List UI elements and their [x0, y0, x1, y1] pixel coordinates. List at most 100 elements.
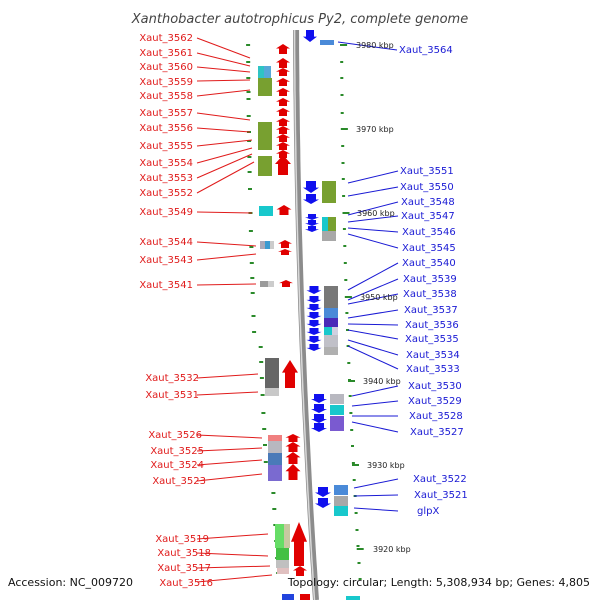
gene-label[interactable]: Xaut_3538 [403, 289, 457, 300]
reverse-strand-arrow [306, 312, 322, 319]
gene-label[interactable]: Xaut_3550 [400, 182, 454, 193]
gene-label[interactable]: Xaut_3524 [150, 460, 204, 471]
feature-box [268, 453, 282, 465]
gene-label[interactable]: Xaut_3562 [139, 33, 193, 44]
feature-box [284, 524, 290, 548]
leader-line [196, 459, 263, 466]
gene-label[interactable]: Xaut_3522 [413, 474, 467, 485]
leader-line [196, 153, 253, 179]
gene-label[interactable]: Xaut_3541 [139, 280, 193, 291]
gene-label[interactable]: Xaut_3517 [157, 563, 211, 574]
tick-mark [251, 315, 256, 317]
forward-strand-arrow [276, 126, 290, 134]
feature-box [282, 594, 294, 600]
gene-label[interactable]: Xaut_3556 [139, 123, 193, 134]
leader-line [351, 421, 399, 433]
leader-line [347, 323, 399, 326]
gene-label[interactable]: Xaut_3546 [402, 227, 456, 238]
gene-label[interactable]: Xaut_3529 [408, 396, 462, 407]
gene-label[interactable]: Xaut_3561 [139, 48, 193, 59]
forward-strand-arrow [291, 522, 307, 566]
gene-label[interactable]: Xaut_3518 [157, 548, 211, 559]
gene-label[interactable]: Xaut_3521 [414, 490, 468, 501]
feature-box [330, 394, 344, 404]
tick-mark [247, 140, 252, 142]
kbp-label: 3930 kbp [367, 461, 405, 470]
gene-label[interactable]: Xaut_3531 [145, 390, 199, 401]
forward-strand-arrow [276, 44, 290, 54]
gene-label[interactable]: Xaut_3558 [139, 91, 193, 102]
gene-label[interactable]: Xaut_3536 [405, 320, 459, 331]
forward-strand-arrow [278, 249, 292, 255]
gene-label[interactable]: Xaut_3549 [139, 207, 193, 218]
gene-label[interactable]: Xaut_3554 [139, 158, 193, 169]
gene-label[interactable]: Xaut_3530 [408, 381, 462, 392]
gene-label[interactable]: Xaut_3526 [148, 430, 202, 441]
gene-label[interactable]: Xaut_3551 [400, 166, 454, 177]
gene-label[interactable]: Xaut_3533 [406, 364, 460, 375]
tick-mark [248, 188, 252, 190]
feature-box [324, 308, 338, 318]
leader-line [347, 201, 399, 216]
kbp-label: 3980 kbp [356, 41, 394, 50]
reverse-strand-arrow [306, 328, 322, 335]
leader-line [347, 215, 399, 223]
tick-mark [247, 156, 252, 158]
gene-label[interactable]: Xaut_3548 [401, 197, 455, 208]
gene-label[interactable]: Xaut_3528 [409, 411, 463, 422]
feature-box [259, 206, 273, 216]
gene-label[interactable]: Xaut_3543 [139, 255, 193, 266]
leader-line [347, 278, 399, 301]
genome-backbone [293, 30, 319, 600]
gene-label[interactable]: Xaut_3557 [139, 108, 193, 119]
gene-label[interactable]: Xaut_3539 [403, 274, 457, 285]
reverse-strand-arrow [306, 286, 322, 294]
gene-label[interactable]: Xaut_3544 [139, 237, 193, 248]
gene-label[interactable]: Xaut_3534 [406, 350, 460, 361]
feature-box [265, 388, 279, 396]
reverse-strand-arrow [315, 487, 331, 497]
feature-box [330, 416, 344, 431]
forward-strand-arrow [285, 442, 301, 452]
gene-label[interactable]: Xaut_3547 [401, 211, 455, 222]
gene-label[interactable]: Xaut_3527 [410, 427, 464, 438]
gene-label[interactable]: glpX [417, 506, 439, 517]
gene-label[interactable]: Xaut_3555 [139, 141, 193, 152]
tick-mark [246, 91, 251, 93]
tick-mark [354, 512, 358, 514]
gene-label[interactable]: Xaut_3535 [405, 334, 459, 345]
forward-strand-arrow [279, 280, 293, 287]
gene-label[interactable]: Xaut_3559 [139, 77, 193, 88]
leader-line [196, 112, 251, 121]
gene-label[interactable]: Xaut_3519 [155, 534, 209, 545]
tick-mark [263, 461, 268, 463]
tick-mark [263, 444, 267, 446]
tick-mark [347, 362, 351, 364]
backbone-line [293, 30, 319, 600]
forward-strand-arrow [276, 98, 290, 106]
leader-line [347, 170, 399, 184]
tick-mark [340, 94, 344, 96]
forward-strand-arrow [276, 205, 292, 215]
gene-label[interactable]: Xaut_3525 [150, 446, 204, 457]
gene-label[interactable]: Xaut_3545 [402, 243, 456, 254]
gene-label[interactable]: Xaut_3540 [402, 258, 456, 269]
gene-label[interactable]: Xaut_3523 [152, 476, 206, 487]
gene-label[interactable]: Xaut_3532 [145, 373, 199, 384]
gene-label[interactable]: Xaut_3516 [159, 578, 213, 589]
gene-label[interactable]: Xaut_3552 [139, 188, 193, 199]
gene-label[interactable]: Xaut_3537 [404, 305, 458, 316]
tick-mark [250, 292, 255, 294]
leader-line [196, 139, 253, 147]
tick-mark [249, 246, 254, 248]
forward-strand-arrow [285, 434, 301, 442]
gene-label[interactable]: Xaut_3553 [139, 173, 193, 184]
tick-mark [262, 428, 267, 430]
kbp-tick [352, 464, 359, 466]
forward-strand-arrow [276, 68, 290, 76]
feature-box [268, 281, 274, 287]
gene-label[interactable]: Xaut_3564 [399, 45, 453, 56]
forward-strand-arrow [276, 58, 290, 68]
kbp-tick [344, 296, 352, 298]
gene-label[interactable]: Xaut_3560 [139, 62, 193, 73]
